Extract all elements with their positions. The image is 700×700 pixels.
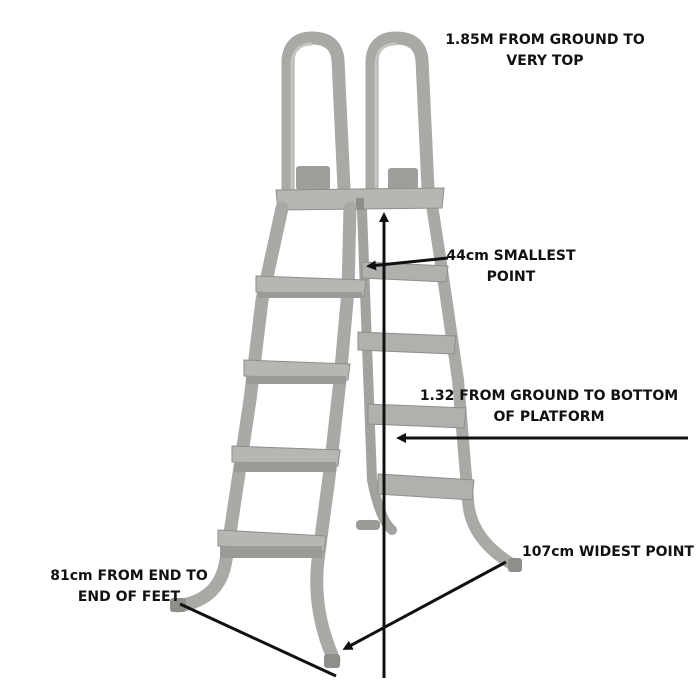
overall-height-line1: 1.85M FROM GROUND TO xyxy=(445,32,645,48)
widest-point-line1: 107cm WIDEST POINT xyxy=(522,544,694,560)
rear-step-2 xyxy=(357,331,457,355)
platform-height-label: 1.32 FROM GROUND TO BOTTOM OF PLATFORM xyxy=(414,386,684,428)
feet-span-line xyxy=(179,602,337,678)
front-rail-left xyxy=(171,201,289,613)
handrail-left xyxy=(281,31,351,197)
front-step-3 xyxy=(231,445,341,467)
cup-right xyxy=(388,168,418,190)
front-step-1 xyxy=(255,275,367,297)
front-ladder-section xyxy=(170,201,367,668)
feet-span-line1: 81cm FROM END TO xyxy=(50,568,208,584)
rear-ladder-section xyxy=(356,199,522,572)
platform xyxy=(275,166,445,211)
handrail-right xyxy=(365,31,435,197)
front-foot-right xyxy=(324,654,340,668)
smallest-point-label: 44cm SMALLEST POINT xyxy=(446,246,576,288)
smallest-point-arrow-icon xyxy=(366,256,449,271)
dimension-arrows xyxy=(179,212,688,678)
rear-rail-left xyxy=(357,205,397,535)
cup-left xyxy=(296,166,330,190)
feet-span-line2: END OF FEET xyxy=(77,589,181,605)
smallest-point-line1: 44cm SMALLEST xyxy=(446,248,576,264)
front-foot-left xyxy=(170,598,186,612)
rear-stub xyxy=(356,520,380,530)
rear-step-3 xyxy=(367,403,467,429)
rear-foot xyxy=(508,558,522,572)
rear-step-4 xyxy=(377,473,475,501)
rear-rail-right xyxy=(426,199,521,572)
platform-height-line1: 1.32 FROM GROUND TO BOTTOM xyxy=(419,388,679,404)
overall-height-line2: VERY TOP xyxy=(506,53,584,69)
handrails xyxy=(281,31,435,197)
feet-span-label: 81cm FROM END TO END OF FEET xyxy=(44,566,214,608)
front-step-2 xyxy=(243,359,351,381)
front-rail-right xyxy=(310,201,357,667)
widest-point-arrow-icon xyxy=(342,560,507,650)
smallest-point-line2: POINT xyxy=(486,269,536,285)
platform-height-line2: OF PLATFORM xyxy=(493,409,605,425)
widest-point-label: 107cm WIDEST POINT xyxy=(522,542,694,563)
overall-height-label: 1.85M FROM GROUND TO VERY TOP xyxy=(438,30,652,72)
